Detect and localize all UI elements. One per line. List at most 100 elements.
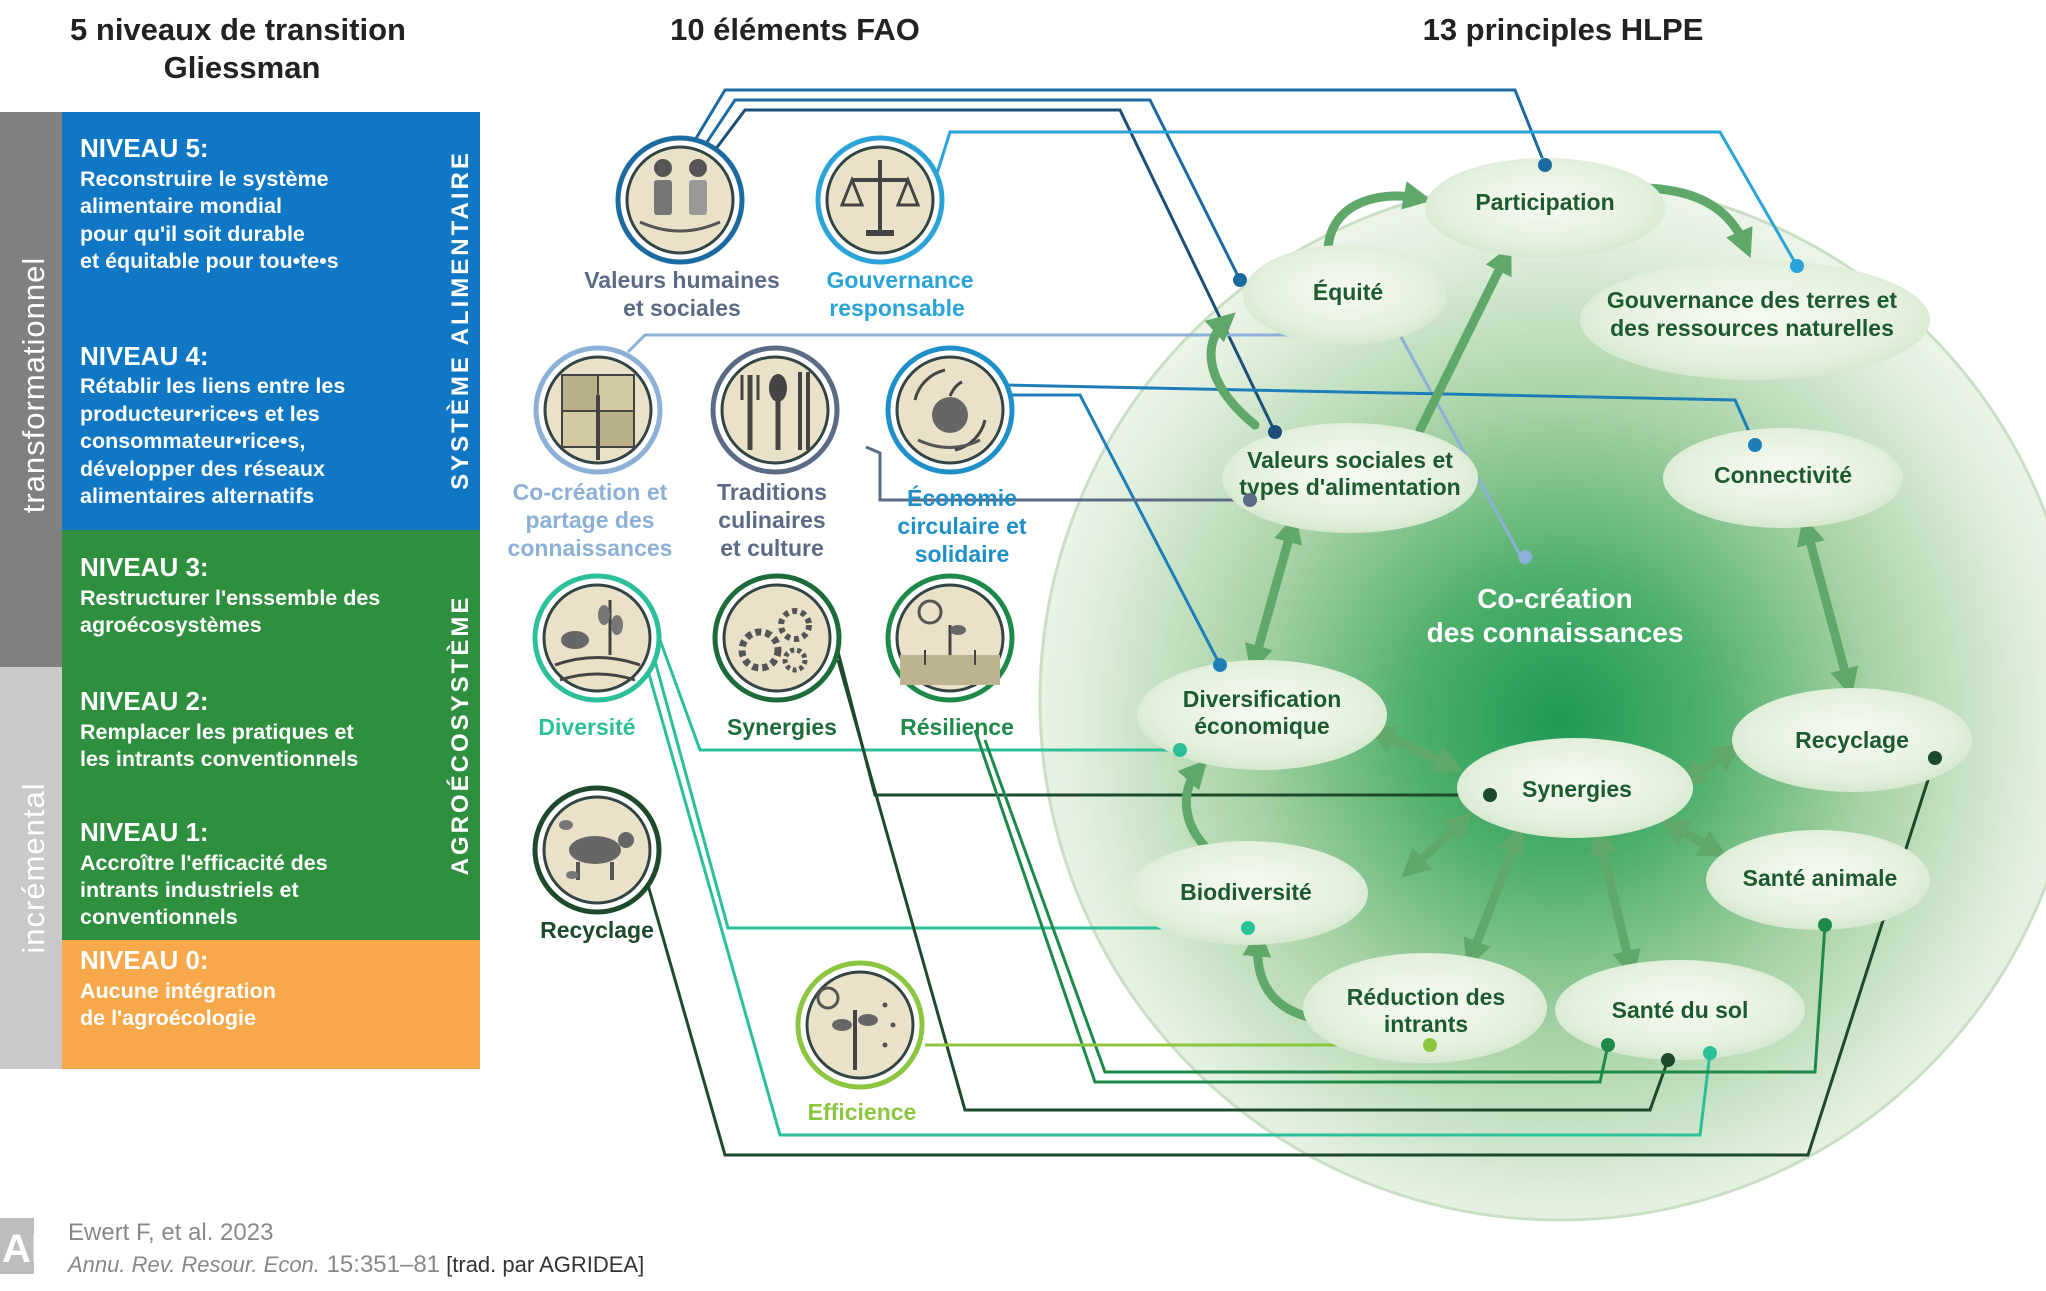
fao-diversite-label: Diversité	[538, 714, 635, 740]
level1-line: conventionnels	[80, 905, 238, 929]
node-reduction-label: Réduction des	[1347, 984, 1505, 1010]
agroecosystem-block	[62, 530, 480, 940]
header-hlpe: 13 principles HLPE	[1423, 12, 1704, 47]
node-diversification-label: Diversification	[1183, 686, 1342, 712]
link-resilience-sante-sol	[973, 729, 1610, 1084]
fao-recyclage-label: Recyclage	[540, 917, 654, 943]
tree-puzzle-icon	[533, 345, 663, 475]
apple-cycle-icon	[885, 345, 1015, 475]
node-sante-sol	[1555, 960, 1805, 1060]
people-icon	[615, 135, 745, 265]
citation: AR Ewert F, et al. 2023 Annu. Rev. Resou…	[0, 1218, 644, 1278]
citation-pages: 15:351–81	[320, 1251, 440, 1278]
fao-traditions-label: culinaires	[718, 507, 825, 533]
sun-sprout-icon	[885, 573, 1015, 703]
link-traditions-valeurs-sociales	[865, 445, 1250, 502]
arrow-diversification-valeurs	[1245, 514, 1302, 674]
transformational-label: transformationnel	[16, 257, 51, 514]
link-economie-diversification	[1000, 393, 1222, 666]
dot-recyclage	[1928, 751, 1942, 765]
fao-traditions-label: Traditions	[717, 479, 827, 505]
level4-line: développer des réseaux	[80, 457, 325, 481]
node-valeurs-sociales	[1222, 423, 1478, 533]
fao-economie-label: solidaire	[915, 541, 1010, 567]
dot-biodiversite	[1241, 921, 1255, 935]
fao-cocreation-label: connaissances	[508, 535, 673, 561]
dot-reduction	[1423, 1038, 1437, 1052]
fao-resilience-label: Résilience	[900, 714, 1014, 740]
level2-line: les intrants conventionnels	[80, 747, 358, 771]
link-economie-connectivite	[1004, 383, 1757, 446]
dot-gouvernance-terres	[1790, 259, 1804, 273]
node-equite	[1243, 245, 1447, 345]
fao-gouvernance-label: Gouvernance	[827, 267, 974, 293]
level4-line: alimentaires alternatifs	[80, 484, 314, 508]
header-gliessman-line1: 5 niveaux de transition	[70, 12, 406, 47]
node-connectivite	[1663, 428, 1903, 528]
levels-panel: transformationnel incrémental SYSTÈME AL…	[0, 112, 480, 1069]
link-diversite-diversification	[658, 639, 1180, 752]
citation-journal: Annu. Rev. Resour. Econ.	[66, 1252, 320, 1277]
dot-valeurs-sociales-left	[1243, 493, 1257, 507]
level3-title: NIVEAU 3:	[80, 552, 209, 582]
level2-title: NIVEAU 2:	[80, 686, 209, 716]
transformational-bar	[0, 112, 62, 667]
food-system-label: SYSTÈME ALIMENTAIRE	[446, 150, 474, 490]
level0-line: de l'agroécologie	[80, 1006, 256, 1030]
dot-center	[1518, 550, 1532, 564]
arrow-reduction-biodiversite	[1242, 927, 1317, 1023]
fao-valeurs-label: et sociales	[623, 295, 741, 321]
node-gouvernance-terres	[1580, 260, 1930, 380]
link-diversite-sante-sol	[643, 659, 1712, 1137]
fao-economie-label: Économie	[907, 484, 1017, 511]
citation-line: Annu. Rev. Resour. Econ. 15:351–81 [trad…	[66, 1251, 644, 1278]
link-cocreation-center	[626, 333, 1522, 556]
node-participation	[1425, 158, 1665, 258]
node-reduction	[1303, 953, 1547, 1063]
dot-synergies	[1483, 788, 1497, 802]
link-gouvernance-terres	[933, 130, 1799, 267]
cow-icon	[532, 785, 662, 915]
arrow-synergies-sante-animale	[1659, 818, 1728, 858]
arrow-participation-gouvernance	[1640, 183, 1753, 259]
link-valeurs-valeurs-sociales	[713, 108, 1277, 433]
incremental-label: incrémental	[16, 782, 51, 953]
header-fao: 10 éléments FAO	[670, 12, 920, 47]
level4-line: Rétablir les liens entre les	[80, 374, 345, 398]
agroecosystem-label: AGROÉCOSYSTÈME	[446, 595, 474, 876]
arrow-connectivite-recyclage	[1796, 516, 1859, 697]
citation-translation: [trad. par AGRIDEA]	[440, 1252, 644, 1277]
node-gouvernance-terres-label: des ressources naturelles	[1610, 315, 1894, 341]
fao-icons: Valeurs humaines et sociales Gouvernance…	[508, 135, 1027, 1125]
node-diversification-label: économique	[1194, 713, 1329, 739]
node-synergies	[1457, 738, 1693, 838]
arrow-equite-participation	[1323, 181, 1433, 263]
arrow-synergies-reduction	[1463, 824, 1526, 969]
level1-line: intrants industriels et	[80, 878, 299, 902]
fao-traditions-label: et culture	[720, 535, 824, 561]
level4-line: producteur•rice•s et les	[80, 402, 320, 426]
link-valeurs-participation	[693, 88, 1547, 166]
dot-participation	[1538, 158, 1552, 172]
level4-line: consommateur•rice•s,	[80, 429, 305, 453]
dot-sante-sol-mid	[1661, 1053, 1675, 1067]
dot-diversification	[1173, 743, 1187, 757]
node-synergies-label: Synergies	[1522, 776, 1632, 802]
level5-line: pour qu'il soit durable	[80, 222, 305, 246]
level0-title: NIVEAU 0:	[80, 945, 209, 975]
animal-plant-icon	[532, 573, 662, 703]
node-recyclage	[1732, 688, 1972, 792]
link-resilience-sante-animale	[983, 739, 1827, 1074]
dot-connectivite	[1748, 438, 1762, 452]
dot-diversification-top	[1213, 658, 1227, 672]
node-biodiversite	[1128, 841, 1368, 945]
center-label: Co-création	[1477, 583, 1633, 614]
incremental-bar	[0, 667, 62, 1069]
arrow-valeurs-participation	[1415, 245, 1512, 435]
level0-block	[62, 940, 480, 1069]
level2-line: Remplacer les pratiques et	[80, 720, 354, 744]
node-equite-label: Équité	[1313, 278, 1383, 305]
dot-sante-animale	[1818, 918, 1832, 932]
node-gouvernance-terres-label: Gouvernance des terres et	[1607, 287, 1898, 313]
